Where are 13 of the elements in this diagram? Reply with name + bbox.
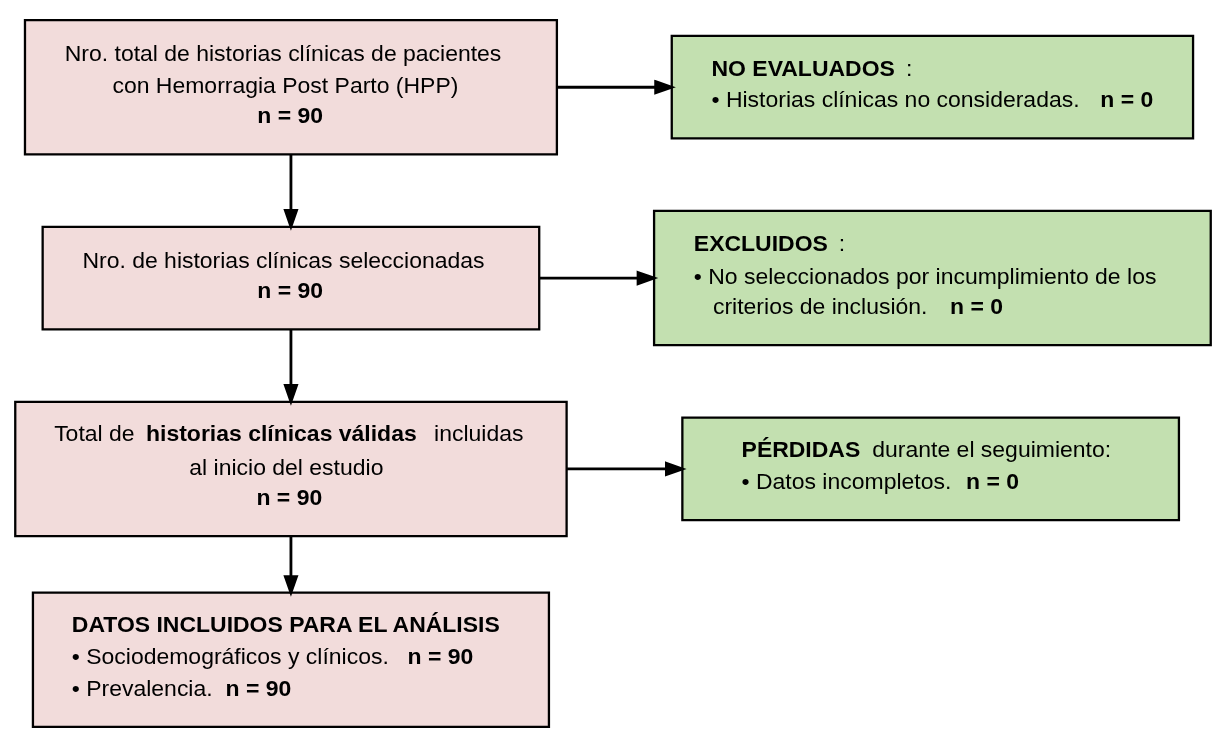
arrow: [283, 536, 299, 597]
arrow: [566, 461, 687, 477]
node-box: EXCLUIDOS: • No seleccionados por incumplimiento de los criterios de inclusión. n = 0: [652, 209, 1212, 347]
node-box: DATOS INCLUIDOS PARA EL ANÁLISIS • Sociodemográficos y clínicos. n = 90 • Prevalencia. n = 90: [31, 591, 551, 729]
arrow: [539, 270, 659, 286]
node-box: NO EVALUADOS: • Historias clínicas no consideradas. n = 0: [670, 34, 1195, 140]
node-box: Nro. de historias clínicas seleccionadas n = 90: [41, 225, 541, 331]
node-box: Nro. total de historias clínicas de pacientes con Hemorragia Post Parto (HPP) n = 90: [23, 18, 559, 156]
node-box: PÉRDIDAS durante el seguimiento: • Datos incompletos. n = 0: [681, 416, 1181, 522]
arrow: [283, 154, 299, 231]
arrow: [556, 79, 676, 95]
arrow: [283, 329, 299, 406]
node-box: Total de historias clínicas válidas incluidas al inicio del estudio n = 90: [14, 400, 568, 538]
